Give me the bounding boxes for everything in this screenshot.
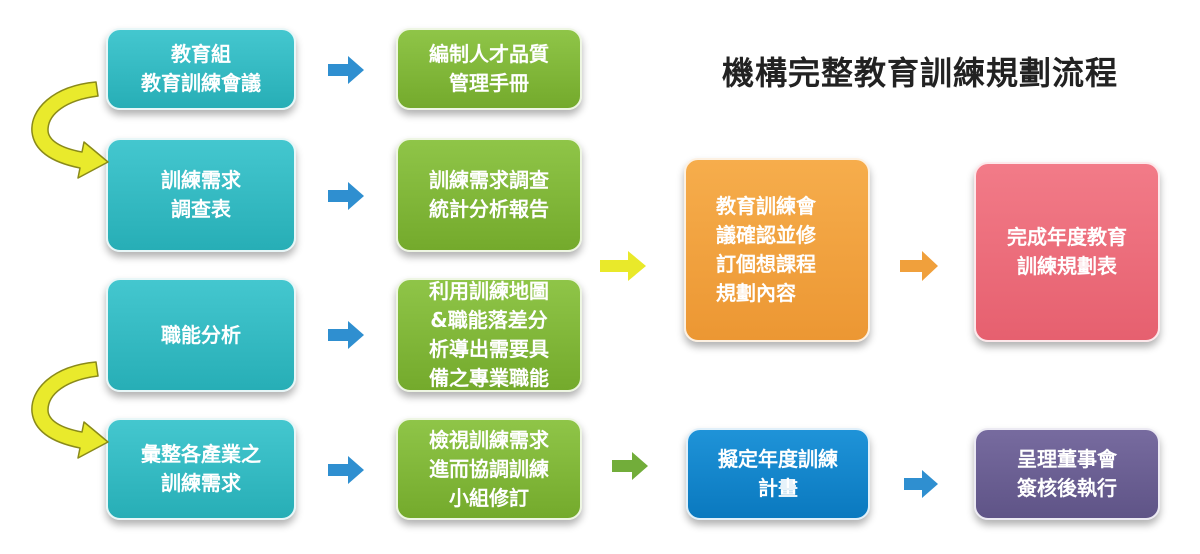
box-review-needs: 檢視訓練需求 進而協調訓練 小組修訂 [396,418,582,520]
curved-arrow-icon [31,81,109,179]
arrow-right-icon [904,470,938,498]
arrow-right-icon [612,452,648,480]
diagram-title: 機構完整教育訓練規劃流程 [721,54,1118,92]
box-edu-group: 教育組 教育訓練會議 [106,28,296,110]
box-competency-map: 利用訓練地圖 &職能落差分 析導出需要具 備之專業職能 [396,278,582,392]
arrow-right-icon [328,182,364,210]
box-needs-report: 訓練需求調查 統計分析報告 [396,138,582,252]
arrow-right-icon [600,251,646,281]
arrow-right-icon [900,251,938,281]
arrow-right-icon [328,321,364,349]
box-competency-analysis: 職能分析 [106,278,296,392]
box-needs-survey: 訓練需求 調查表 [106,138,296,252]
curved-arrow-icon [31,361,109,459]
box-manual: 編制人才品質 管理手冊 [396,28,582,110]
box-annual-plan: 擬定年度訓練 計畫 [686,428,870,520]
box-industry-needs: 彙整各產業之 訓練需求 [106,418,296,520]
box-board-approval: 呈理董事會 簽核後執行 [974,428,1160,520]
arrow-right-icon [328,456,364,484]
box-annual-table: 完成年度教育 訓練規劃表 [974,162,1160,342]
box-meeting-confirm: 教育訓練會 議確認並修 訂個想課程 規劃內容 [684,158,870,342]
arrow-right-icon [328,56,364,84]
